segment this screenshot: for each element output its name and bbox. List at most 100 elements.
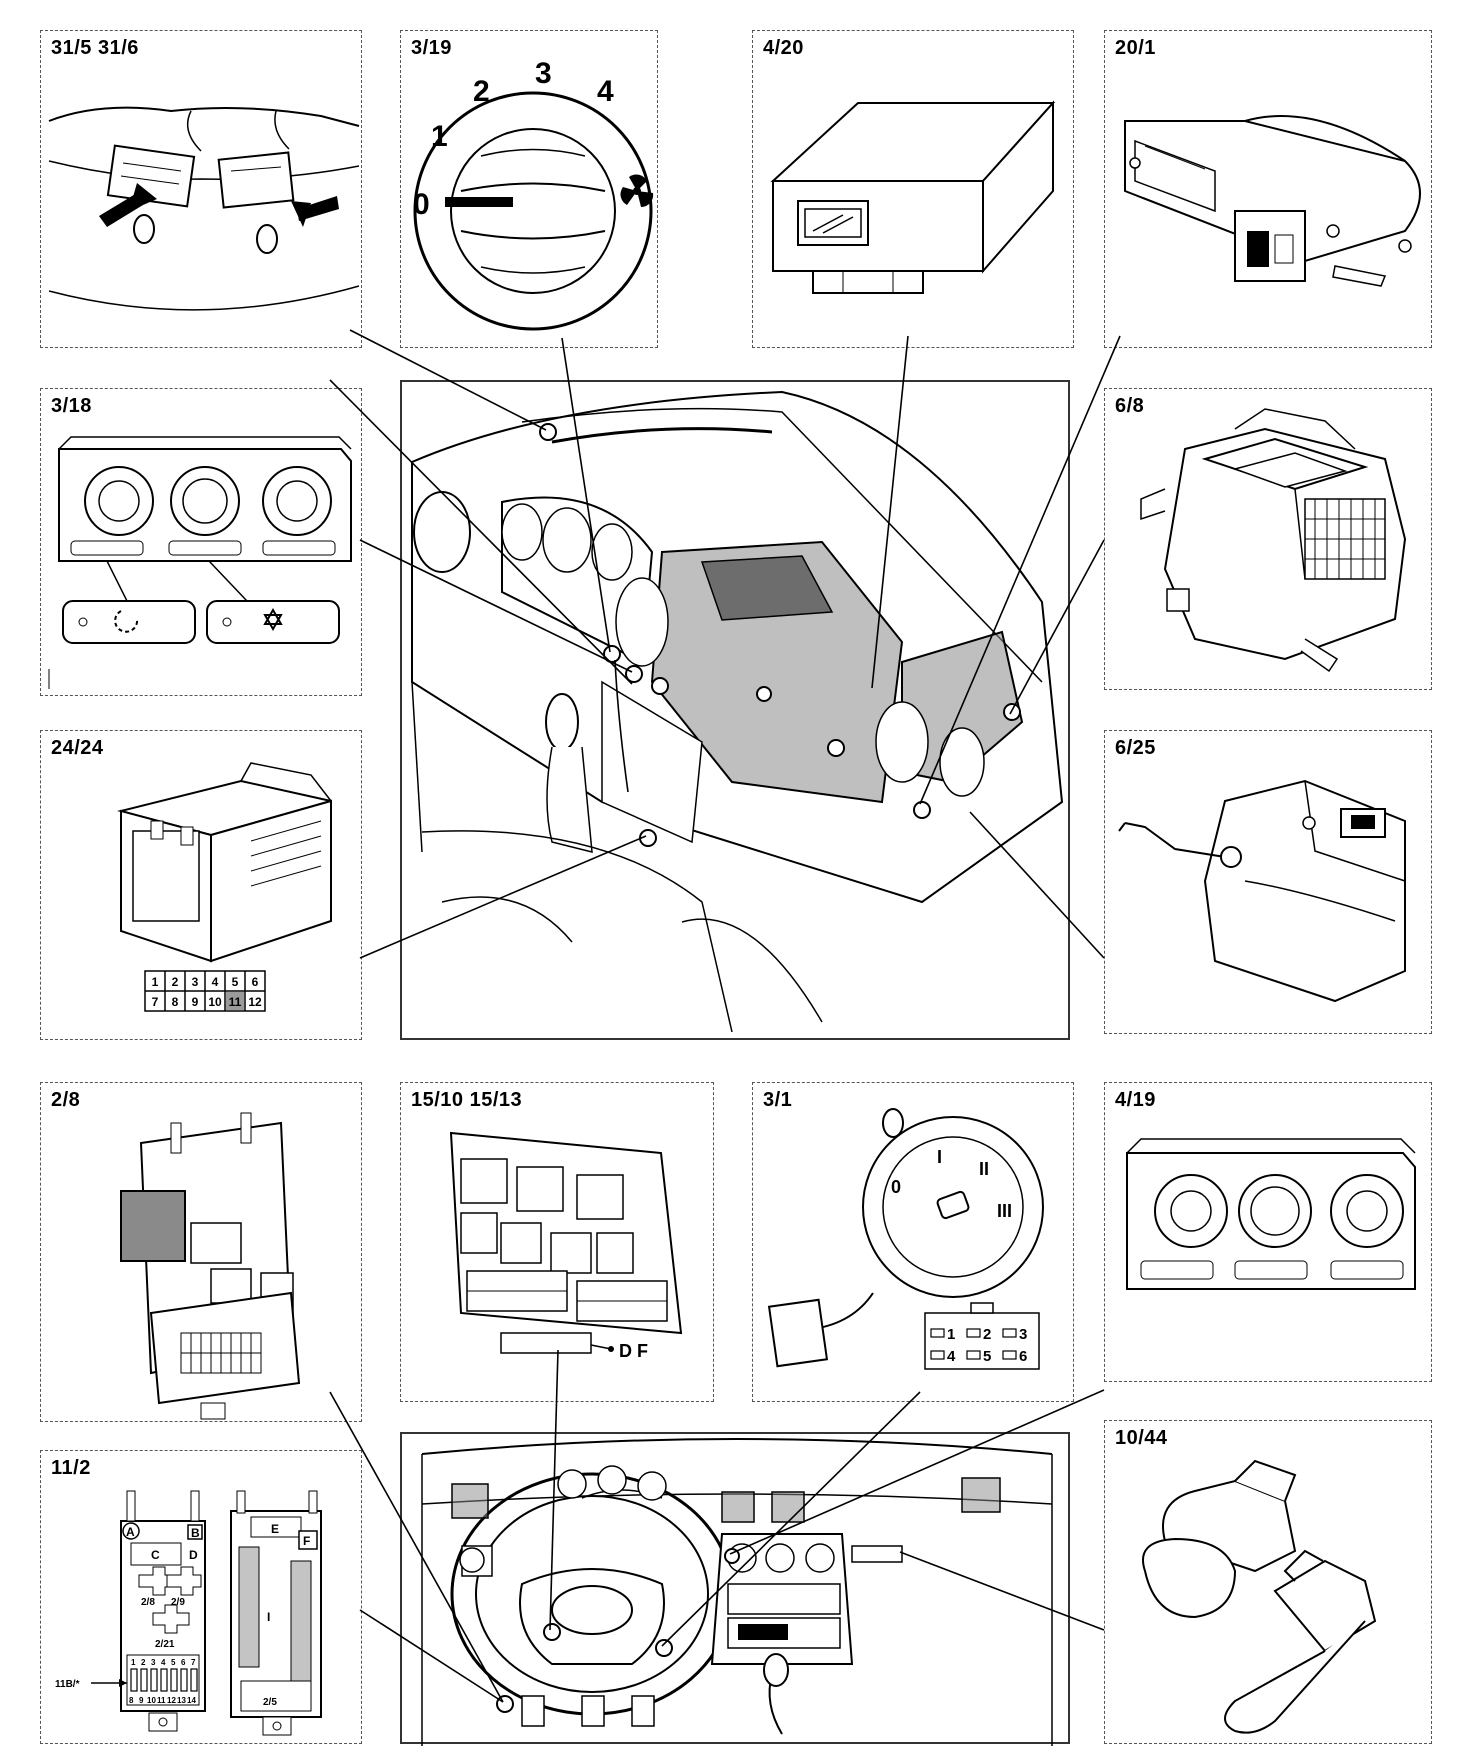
panel-label: 31/5 31/6 [51,37,139,59]
tag-f: F [303,1534,310,1548]
climate-control-panel-drawing [48,436,352,689]
switch-mark-1: I [937,1147,942,1167]
tag-b: B [191,1526,200,1540]
connector-callout: D F [619,1341,648,1361]
fuse-8: 8 [129,1696,134,1705]
fuse-9: 9 [139,1696,144,1705]
pin-9: 9 [192,995,199,1009]
relay-box-drawing: D F [449,1131,683,1361]
fan-speed-dial-drawing: 0 1 2 3 4 [413,57,654,331]
pin-5: 5 [232,975,239,989]
pin-1: 1 [152,975,159,989]
dial-mark-3: 3 [535,57,552,90]
tag-e: E [271,1522,279,1536]
panel-label: 15/10 15/13 [411,1089,523,1111]
fuse-1: 1 [131,1658,136,1667]
fuse-5: 5 [171,1658,176,1667]
light-switch-drawing: 0 I II III 1 2 3 4 5 6 [767,1108,1044,1370]
fuse-11: 11 [157,1696,166,1705]
panel-label: 3/19 [411,37,452,59]
connector-pin-1: 1 [947,1326,955,1343]
dial-mark-2: 2 [473,75,490,108]
panel-label: 6/25 [1115,737,1156,759]
panel-label: 10/44 [1115,1427,1168,1449]
fuse-14: 14 [187,1696,196,1705]
panel-label: 3/18 [51,395,92,417]
central-electronic-module-drawing [120,1112,301,1420]
switch-mark-3: III [997,1201,1012,1221]
pin-11: 11 [229,995,242,1009]
fuse-box-drawing: A B C D 2/8 2/9 2/21 1 2 3 4 5 6 7 8 9 [55,1490,322,1736]
tag-d: D [189,1548,198,1562]
fuse-7: 7 [191,1658,196,1667]
panel-15-10-15-13: 15/10 15/13 D F [400,1082,714,1402]
connector-pin-2: 2 [983,1326,991,1343]
panel-4-19: 4/19 [1104,1082,1432,1382]
pin-6: 6 [252,975,259,989]
connector-pin-6: 6 [1019,1348,1027,1365]
relay-2-8: 2/8 [141,1597,155,1608]
dial-mark-1: 1 [431,120,448,153]
switch-connectors-drawing [48,106,360,311]
panel-3-18: 3/18 [40,388,362,696]
snowflake-icon [263,607,283,632]
panel-label: 4/20 [763,37,804,59]
switch-mark-2: II [979,1159,989,1179]
blower-housing-drawing [1140,408,1407,673]
panel-label: 11/2 [51,1457,91,1479]
fuse-3: 3 [151,1658,156,1667]
interior-overview [400,1432,1070,1746]
pin-3: 3 [192,975,199,989]
dial-mark-0: 0 [413,188,430,221]
fuse-13: 13 [177,1696,186,1705]
dashboard-overview [400,380,1070,1040]
pin-4: 4 [212,975,219,989]
pin-8: 8 [172,995,179,1009]
bulb-holder-drawing [1142,1459,1377,1734]
connector-pin-5: 5 [983,1348,991,1365]
panel-label: 4/19 [1115,1089,1156,1111]
dial-mark-4: 4 [597,75,614,108]
panel-3-1: 3/1 0 I II III 1 2 3 4 5 6 [752,1082,1074,1402]
panel-24-24: 24/24 1 2 3 4 5 [40,730,362,1040]
fuse-10: 10 [147,1696,156,1705]
panel-2-8: 2/8 [40,1082,362,1422]
fuse-4: 4 [161,1658,166,1667]
relay-pin-grid: 1 2 3 4 5 6 7 8 9 10 11 12 [144,970,266,1012]
switch-mark-0: 0 [891,1177,901,1197]
fuse-6: 6 [181,1658,186,1667]
panel-6-25: 6/25 [1104,730,1432,1034]
panel-3-19: 3/19 0 1 2 3 4 [400,30,658,348]
tag-c: C [151,1548,160,1562]
climate-panel-drawing [1126,1138,1416,1290]
panel-6-8: 6/8 [1104,388,1432,690]
interior-cabin-drawing [421,1438,1053,1746]
pin-12: 12 [248,995,262,1009]
pin-7: 7 [152,995,159,1009]
blower-resistor-drawing [1124,115,1421,287]
dashboard-perspective-drawing [411,390,1064,1033]
connector-pin-4: 4 [947,1348,956,1365]
tag-a: A [126,1525,135,1539]
relay-2-5: 2/5 [263,1697,277,1708]
control-module-drawing [770,100,1056,294]
fuse-2: 2 [141,1658,146,1667]
fuse-12: 12 [167,1696,176,1705]
panel-11-2: 11/2 A B C D 2/8 2/9 2/21 1 2 3 4 [40,1450,362,1744]
relay-drawing [117,762,332,963]
tag-i: I [267,1610,270,1624]
panel-label: 3/1 [763,1089,793,1111]
pin-10: 10 [208,995,222,1009]
relay-2-9: 2/9 [171,1597,185,1608]
panel-label: 2/8 [51,1089,81,1111]
panel-10-44: 10/44 [1104,1420,1432,1744]
panel-label: 6/8 [1115,395,1145,417]
actuator-motor-drawing [1118,779,1406,1003]
fan-icon [620,174,654,208]
panel-label: 24/24 [51,737,104,759]
panel-label: 20/1 [1115,37,1156,59]
connector-pin-3: 3 [1019,1326,1027,1343]
pin-2: 2 [172,975,179,989]
fuse-pointer-label: 11B/* [55,1679,80,1690]
